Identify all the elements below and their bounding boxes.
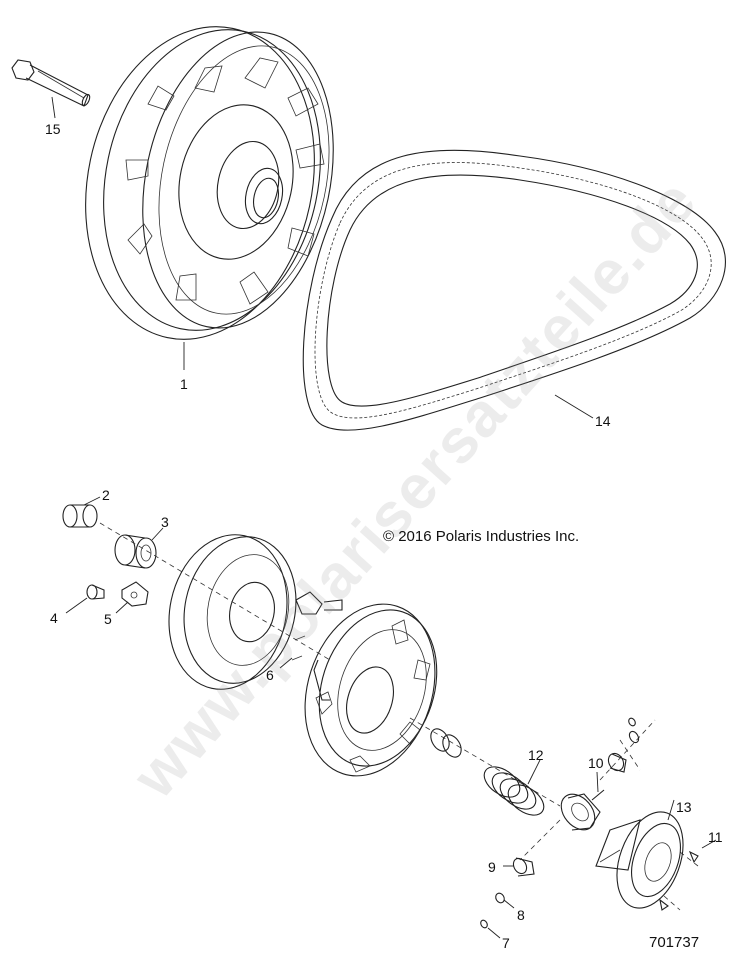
callout-3: 3 [161, 514, 169, 530]
callout-10: 10 [588, 755, 604, 771]
copyright-notice: © 2016 Polaris Industries Inc. [383, 528, 580, 545]
drive-belt-14 [302, 149, 726, 431]
clip-7 [480, 919, 501, 939]
callout-4: 4 [50, 610, 58, 626]
sheave-1 [85, 26, 334, 340]
callout-2: 2 [102, 487, 110, 503]
block-5 [115, 581, 149, 614]
movable-sheave [168, 534, 343, 690]
diagram-part-number: 701737 [649, 934, 700, 951]
callout-13: 13 [676, 799, 692, 815]
callout-6: 6 [266, 667, 274, 683]
callout-14: 14 [595, 413, 611, 429]
callout-12: 12 [528, 747, 544, 763]
roller-upper [607, 752, 627, 773]
washer-upper [628, 717, 640, 744]
spider-cover [304, 603, 438, 777]
callout-1: 1 [180, 376, 188, 392]
callout-15: 15 [45, 121, 61, 137]
bolt-15 [11, 59, 91, 119]
roller-9 [503, 857, 535, 877]
callout-9: 9 [488, 859, 496, 875]
ring [430, 728, 462, 758]
bearing-3 [114, 527, 164, 569]
callout-8: 8 [517, 907, 525, 923]
callout-7: 7 [502, 935, 510, 951]
bushing-2 [62, 496, 101, 528]
housing-13 [595, 799, 684, 909]
screws-11 [659, 839, 717, 911]
pin-4 [65, 584, 105, 614]
hub-10 [560, 771, 605, 831]
callout-labels: 1 2 3 4 5 6 7 8 9 10 11 12 13 14 15 [45, 121, 723, 951]
pins-6 [279, 635, 306, 669]
spring-12 [483, 759, 545, 816]
washer-8 [495, 892, 515, 909]
callout-11: 11 [708, 829, 723, 845]
callout-5: 5 [104, 611, 112, 627]
